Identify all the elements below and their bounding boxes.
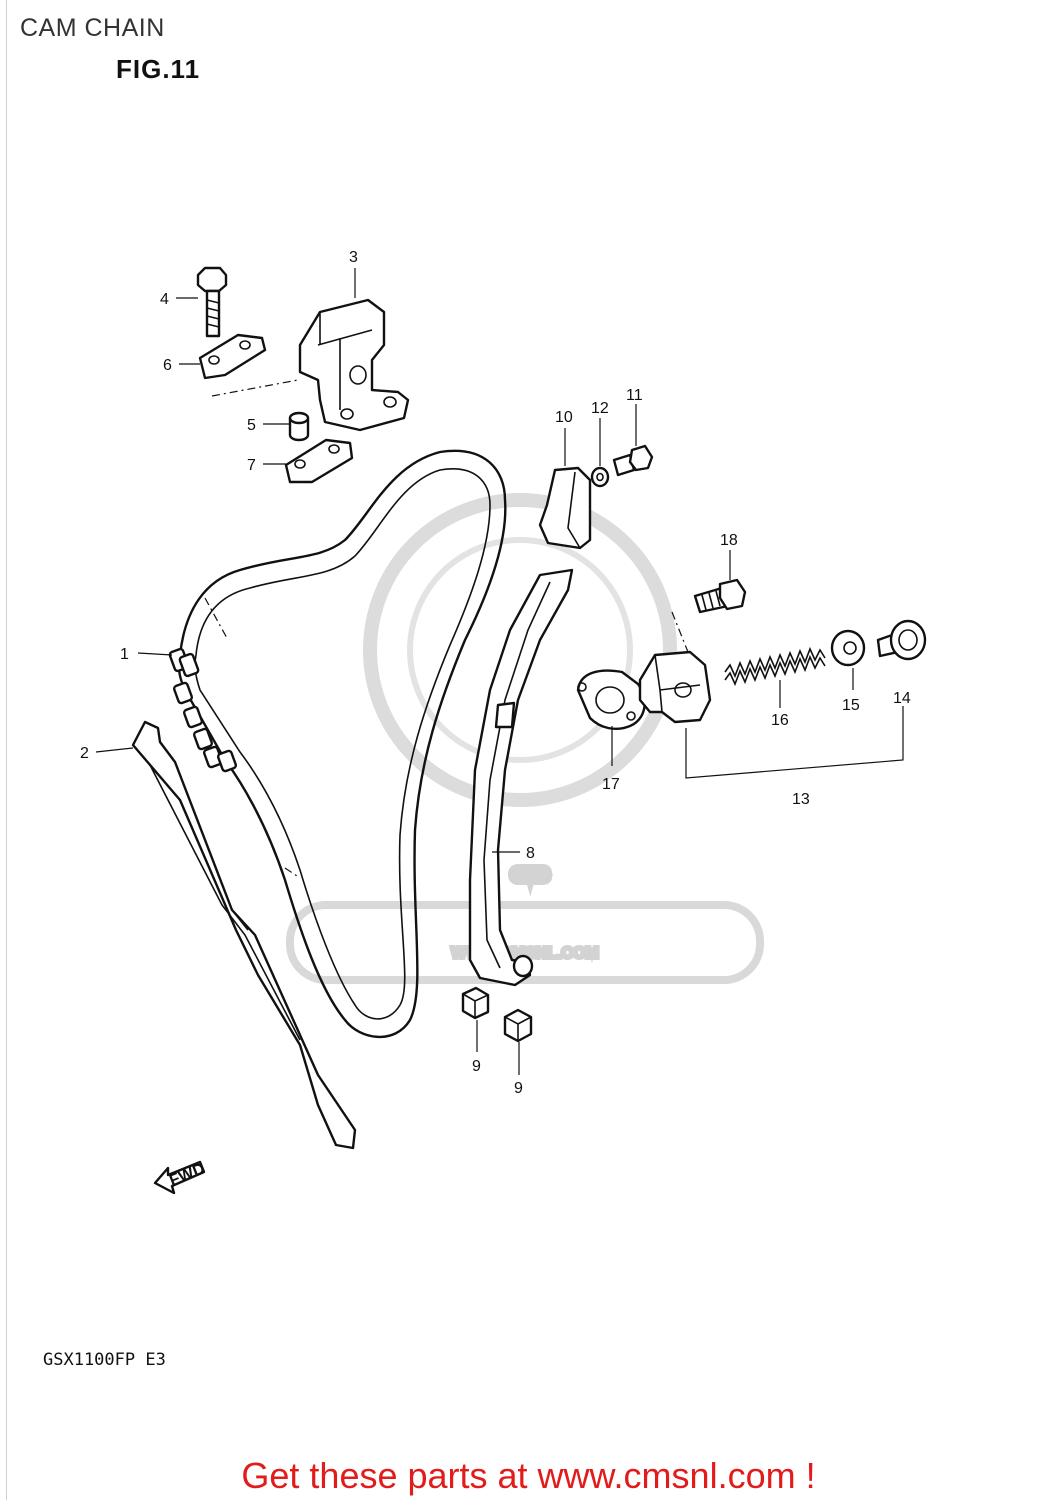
callout-16: 16: [771, 712, 789, 729]
callout-5-6: 6: [163, 357, 172, 374]
watermark-ring: [363, 493, 677, 807]
upper-guide-hole-top: [349, 365, 367, 385]
bolt-18: [693, 578, 747, 614]
callout-8: 8: [526, 845, 535, 862]
guide-rear-edge: [149, 764, 301, 1041]
tensioner-body-bore: [674, 682, 692, 698]
callout-4: 4: [160, 291, 169, 308]
page-border: [6, 0, 7, 1500]
callout-3: 3: [349, 249, 358, 266]
cam-chain-inner: [194, 468, 491, 1020]
plug-14: [876, 619, 927, 661]
guide-rear-pad-joint: [231, 909, 249, 931]
washer-15-hole: [843, 641, 857, 655]
guide-front-groove: [483, 581, 551, 969]
callout-12: 12: [591, 400, 609, 417]
cam-chain: [177, 449, 507, 1039]
callout-14: 14: [893, 690, 911, 707]
plate-lower-hole-a: [294, 459, 306, 469]
gasket-bolt-hole-a: [577, 682, 587, 692]
plate-lower-hole-b: [328, 444, 340, 454]
spacer: [288, 411, 310, 442]
tensioner-spring-lower: [724, 654, 826, 687]
callout-18: 18: [720, 532, 738, 549]
chain-links: [168, 647, 238, 773]
washer-12-hole: [596, 472, 604, 482]
callout-9-left: 9: [472, 1058, 481, 1075]
buy-parts-link[interactable]: Get these parts at www.cmsnl.com !: [241, 1455, 816, 1496]
chain-dash-upper: [204, 597, 229, 641]
assembly-line-18: [671, 611, 689, 653]
model-code: GSX1100FP E3: [43, 1350, 166, 1370]
plate-upper-hole-a: [208, 355, 220, 365]
damper-left-edge: [462, 993, 489, 1018]
gasket-bolt-hole-b: [626, 711, 636, 721]
watermark-banner: [286, 901, 764, 984]
bolt: [196, 266, 228, 338]
cms-watermark: CMS WWW.CMSNL.COM: [286, 493, 764, 984]
callouts: 1 2 3 4 6 5 7 8 9 9 10 11 12 13 14 15 16…: [80, 249, 911, 1097]
callout-11: 11: [626, 387, 643, 404]
tensioner-cap-edge: [567, 471, 581, 549]
callout-10: 10: [555, 409, 573, 426]
plate-upper: [198, 333, 267, 380]
guide-front-pin: [512, 954, 534, 978]
watermark-inner-ring: [407, 537, 633, 763]
plate-lower: [284, 438, 354, 484]
chain-dash-lower: [284, 867, 301, 879]
figure-number: FIG.11: [116, 54, 201, 84]
callout-1: 1: [120, 646, 129, 663]
callout-7: 7: [247, 457, 256, 474]
callout-9-right: 9: [514, 1080, 523, 1097]
upper-guide-hole-right: [383, 396, 397, 408]
guide-front-clip: [494, 701, 516, 729]
leader-lines: [95, 268, 854, 1075]
gasket: [576, 669, 646, 730]
callout-5: 5: [247, 417, 256, 434]
watermark-logo: CMS: [512, 867, 548, 884]
upper-guide-detail: [317, 312, 373, 410]
callout-2: 2: [80, 745, 89, 762]
callout-15: 15: [842, 697, 860, 714]
tensioner-body-detail: [654, 654, 701, 713]
gasket-hole: [595, 686, 625, 714]
callout-13: 13: [792, 791, 810, 808]
page-title: CAM CHAIN: [20, 14, 165, 42]
washer-15: [830, 629, 866, 667]
washer-12: [590, 466, 610, 488]
tensioner-spring: [724, 646, 826, 679]
damper-right-edge: [504, 1016, 532, 1041]
tensioner-cap: [538, 466, 592, 550]
chain-guide-front: [468, 568, 574, 987]
assembly-13-bracket: [685, 706, 904, 779]
callout-17: 17: [602, 776, 620, 793]
fwd-label: FWD: [167, 1160, 207, 1189]
upper-chain-guide: [298, 298, 410, 432]
upper-guide-hole-left: [340, 408, 354, 420]
plate-upper-hole-b: [239, 340, 251, 350]
assembly-line-bolt: [211, 379, 299, 397]
bolt-11: [612, 444, 654, 477]
forward-arrow: FWD: [153, 1160, 207, 1195]
